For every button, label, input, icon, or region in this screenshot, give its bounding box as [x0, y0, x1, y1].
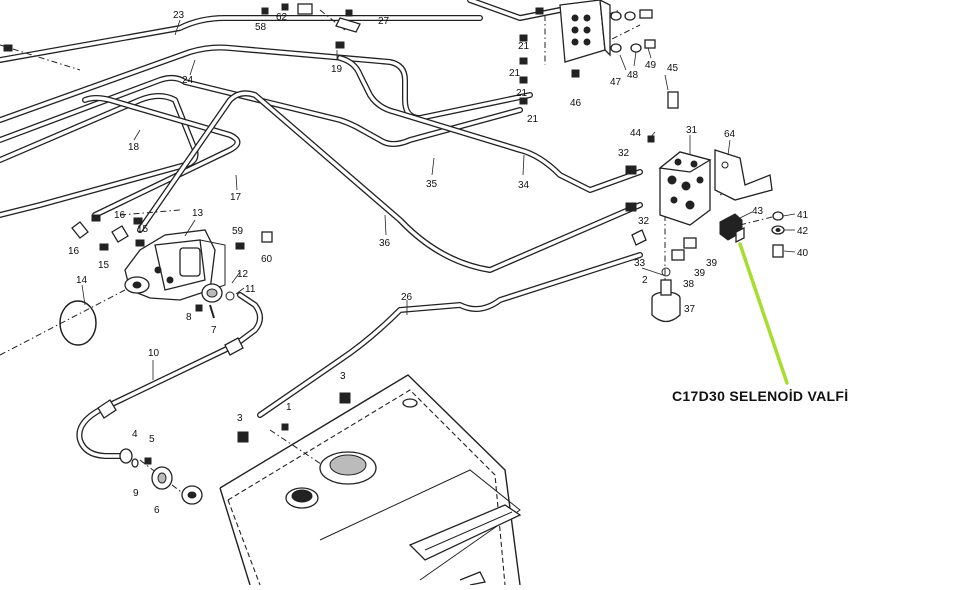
callout: 2: [642, 275, 648, 286]
line-34: [337, 55, 643, 193]
callout: 40: [797, 248, 809, 259]
callout: 38: [683, 279, 695, 290]
callout: 14: [76, 275, 88, 286]
callout: 26: [401, 292, 413, 303]
callout: 16: [68, 246, 80, 257]
callout: 3: [237, 413, 243, 424]
callout: 4: [132, 429, 138, 440]
callout: 49: [645, 60, 657, 71]
callout-numbers: 1 2 3 3 4 5 6 7 8 9 10 11 12 13 14 15 15…: [68, 10, 809, 516]
callout: 47: [610, 77, 622, 88]
callout: 15: [137, 224, 149, 235]
callout: 21: [518, 41, 530, 52]
callout: 11: [245, 284, 256, 295]
solenoid-valve-43: [719, 213, 745, 244]
fittings-15-16: [71, 214, 145, 251]
center-lines: [0, 9, 781, 496]
callout: 42: [797, 226, 809, 237]
callout: 24: [182, 75, 194, 86]
hydraulic-pump: [124, 229, 226, 301]
callout: 7: [211, 325, 217, 336]
callout: 18: [128, 142, 140, 153]
callout: 12: [237, 269, 249, 280]
callout: 8: [186, 312, 192, 323]
callout: 62: [276, 12, 288, 23]
callout: 44: [630, 128, 642, 139]
callout: 19: [331, 64, 343, 75]
callout: 23: [173, 10, 185, 21]
callout: 13: [192, 208, 204, 219]
flange-12: [201, 283, 235, 303]
callout: 16: [114, 210, 126, 221]
callout: 33: [634, 258, 646, 269]
hose-fittings: [97, 337, 244, 505]
callout: 39: [706, 258, 718, 269]
callout: 6: [154, 505, 160, 516]
callout: 3: [340, 371, 346, 382]
callout: 31: [686, 125, 698, 136]
leader-lines: [81, 19, 796, 380]
callout: 9: [133, 488, 139, 499]
callout: 59: [232, 226, 244, 237]
callout: 1: [286, 402, 292, 413]
hydraulic-tank: [219, 374, 522, 586]
callout: 34: [518, 180, 530, 191]
callout: 5: [149, 434, 155, 445]
callout: 32: [638, 216, 650, 227]
bracket-64: [714, 149, 773, 201]
callout: 21: [516, 88, 528, 99]
block-fittings: [625, 91, 697, 261]
bolts-7-8: [195, 304, 215, 319]
line-23: [0, 15, 483, 63]
callout: 35: [426, 179, 438, 190]
callout: 27: [378, 16, 390, 27]
callout: 64: [724, 129, 736, 140]
annotation-pointer-line: [738, 242, 789, 385]
callout: 36: [379, 238, 391, 249]
fittings-59-60: [235, 231, 273, 250]
callout: 43: [752, 206, 764, 217]
line-26: [257, 252, 643, 418]
callout: 37: [684, 304, 696, 315]
accumulator-37: [651, 267, 681, 323]
callout: 46: [570, 98, 582, 109]
callout: 58: [255, 22, 267, 33]
o-ring-14: [59, 300, 97, 346]
callout: 21: [527, 114, 539, 125]
top-manifold: [519, 0, 656, 105]
callout: 60: [261, 254, 273, 265]
callout: 48: [627, 70, 639, 81]
valve-block: [658, 151, 712, 226]
callout: 39: [694, 268, 706, 279]
hydraulic-lines: [0, 0, 643, 459]
callout: 41: [797, 210, 809, 221]
solenoid-valve-label: C17D30 SELENOİD VALFİ: [672, 388, 848, 404]
washers-40-42: [771, 211, 785, 258]
callout: 17: [230, 192, 242, 203]
callout: 15: [98, 260, 110, 271]
callout: 45: [667, 63, 679, 74]
callout: 21: [509, 68, 521, 79]
tank-fittings: [237, 392, 351, 443]
callout: 10: [148, 348, 160, 359]
top-fittings: [3, 3, 361, 52]
callout: 32: [618, 148, 630, 159]
